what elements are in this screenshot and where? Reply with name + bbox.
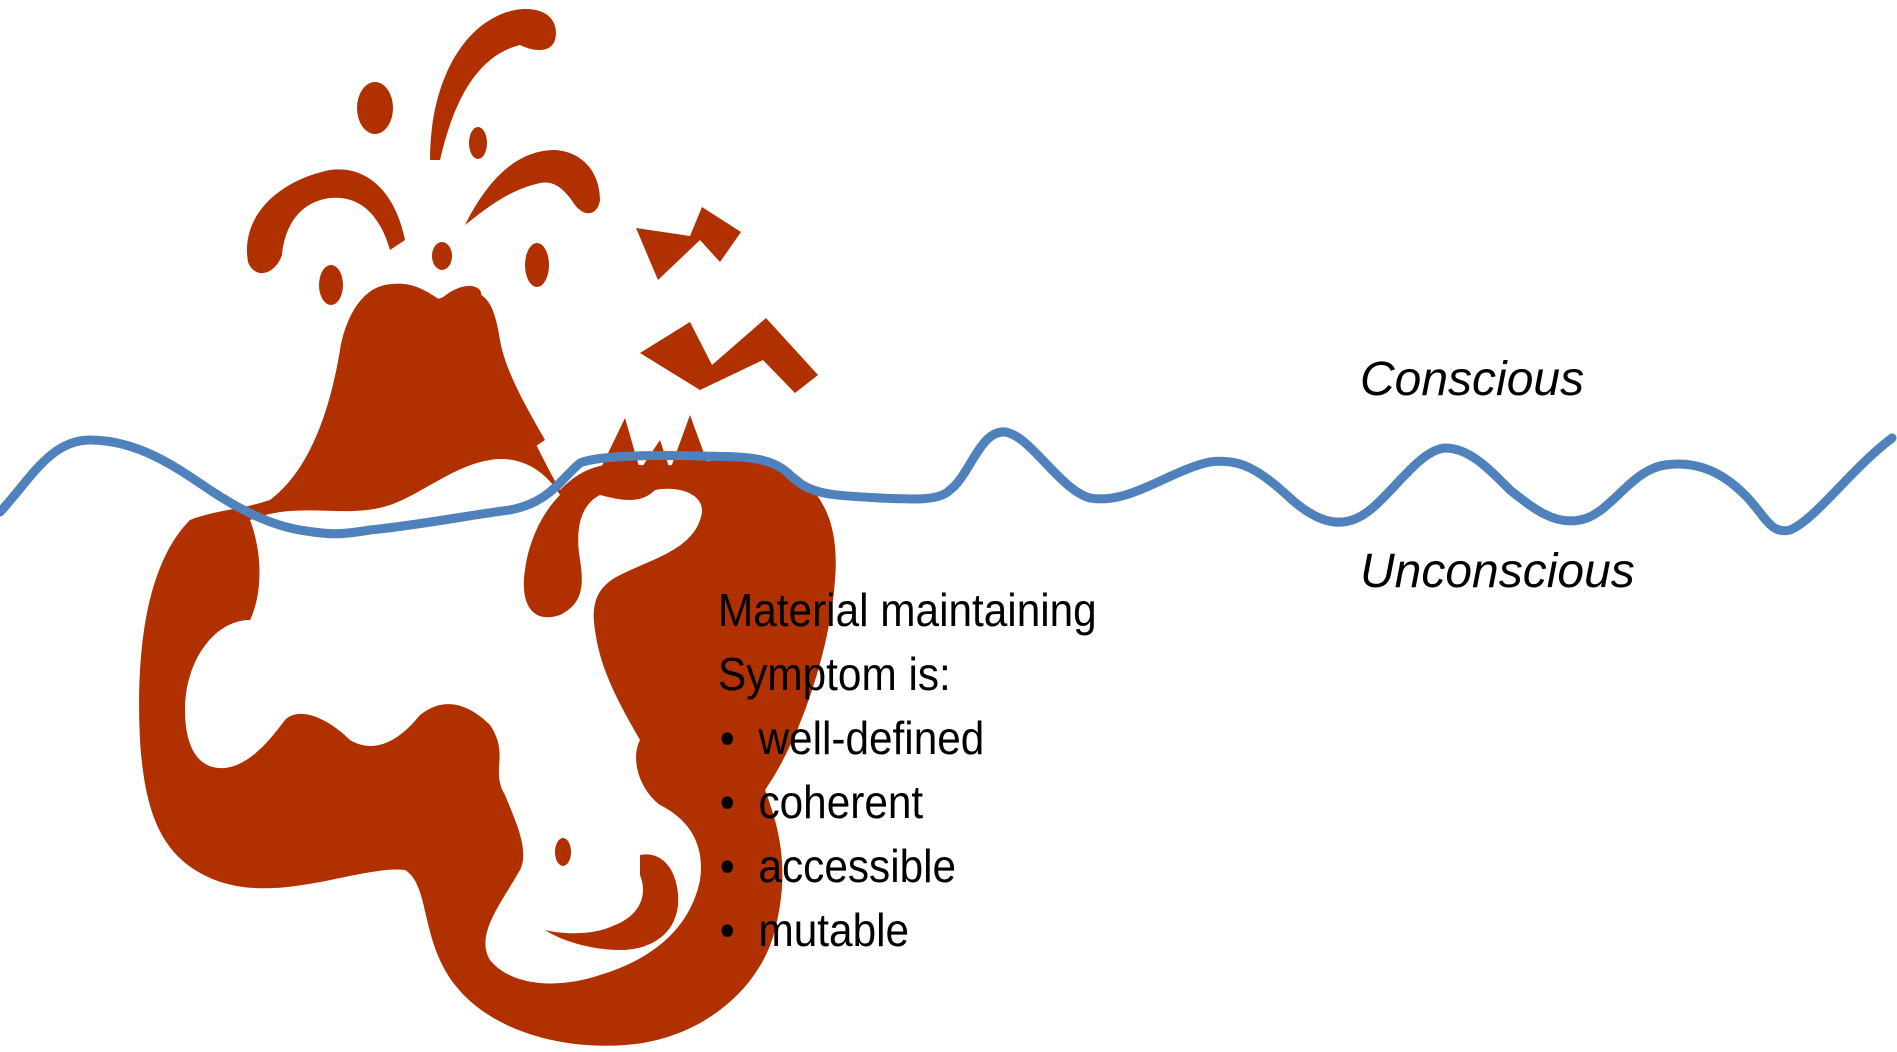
lava-splash-left	[247, 169, 405, 273]
crack-spikes	[600, 415, 710, 470]
list-item: • well-defined	[718, 706, 1097, 770]
description-heading-line-1: Material maintaining	[718, 578, 1097, 642]
lava-drop-5	[525, 243, 549, 287]
lava-splash-top	[430, 9, 556, 160]
lava-drop-3	[432, 242, 452, 270]
lava-drop-1	[357, 82, 393, 134]
list-item-label: mutable	[758, 904, 909, 956]
white-dot-3	[555, 838, 571, 866]
lava-drop-2	[469, 127, 487, 159]
description-heading-line-2: Symptom is:	[718, 642, 1097, 706]
list-item-label: accessible	[758, 840, 956, 892]
white-dot-2	[219, 693, 241, 727]
bullet-icon: •	[720, 834, 735, 898]
symptom-properties-list: • well-defined • coherent • accessible •…	[718, 706, 1097, 962]
bullet-icon: •	[720, 898, 735, 962]
list-item-label: well-defined	[758, 712, 984, 764]
zigzag-mark-1	[636, 207, 741, 280]
lava-drop-4	[319, 265, 343, 305]
zigzag-mark-2	[640, 318, 818, 393]
list-item: • accessible	[718, 834, 1097, 898]
bullet-icon: •	[720, 706, 735, 770]
bullet-icon: •	[720, 770, 735, 834]
unconscious-label: Unconscious	[1360, 544, 1635, 599]
lava-splash-right	[465, 150, 600, 225]
list-item-label: coherent	[758, 776, 923, 828]
symptom-description: Material maintaining Symptom is: • well-…	[718, 578, 1097, 962]
list-item: • mutable	[718, 898, 1097, 962]
white-dot-1	[251, 640, 265, 660]
list-item: • coherent	[718, 770, 1097, 834]
conscious-label: Conscious	[1360, 352, 1584, 407]
